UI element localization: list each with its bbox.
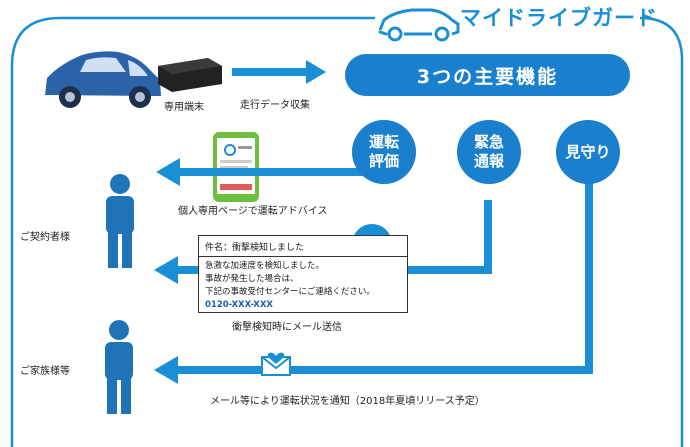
email-phone: 0120-XXX-XXX (205, 300, 273, 310)
advice-label: 個人専用ページで運転アドバイス (178, 206, 328, 217)
email-body-line: 事故が発生した場合は、 (205, 274, 299, 284)
arrow-advice (156, 132, 384, 186)
function-label: 運転 評価 (368, 133, 399, 170)
arrow-collect (232, 60, 326, 84)
main-functions-title: 3つの主要機能 (345, 54, 630, 96)
family-label: ご家族様等 (20, 366, 70, 377)
contractor-person-icon (106, 174, 134, 268)
frame-left-line (10, 16, 375, 447)
function-watch-over: 見守り (556, 120, 620, 184)
family-person-icon (105, 320, 133, 414)
contractor-label: ご契約者様 (20, 232, 70, 243)
brand-title: マイドライブガード (460, 6, 658, 30)
arrow-notify (154, 166, 593, 384)
email-body-line: 下記の事故受付センターにご連絡ください。 (205, 287, 375, 297)
data-collection-label: 走行データ収集 (240, 100, 310, 111)
heart-mail-icon (261, 352, 291, 376)
function-label: 見守り (565, 142, 611, 161)
email-caption: 衝撃検知時にメール送信 (232, 322, 342, 333)
brand-car-icon (378, 8, 460, 42)
email-body: 急激な加速度を検知しました。 事故が発生した場合は、 下記の事故受付センターにご… (205, 260, 375, 312)
device-label: 専用端末 (164, 102, 204, 113)
email-message-box: 件名：衝撃検知しました 急激な加速度を検知しました。 事故が発生した場合は、 下… (198, 235, 408, 313)
car-illustration (45, 51, 161, 108)
smartphone-icon (213, 132, 259, 202)
function-label: 緊急 通報 (473, 133, 504, 170)
function-driving-evaluation: 運転 評価 (352, 120, 416, 184)
email-subject: 件名：衝撃検知しました (205, 243, 305, 253)
frame-right-line (639, 16, 684, 447)
email-body-line: 急激な加速度を検知しました。 (205, 261, 325, 271)
notify-label: メール等により運転状況を通知（2018年夏頃リリース予定） (210, 396, 485, 407)
email-divider (199, 256, 407, 257)
device-icon (158, 58, 222, 92)
function-emergency-report: 緊急 通報 (457, 120, 521, 184)
